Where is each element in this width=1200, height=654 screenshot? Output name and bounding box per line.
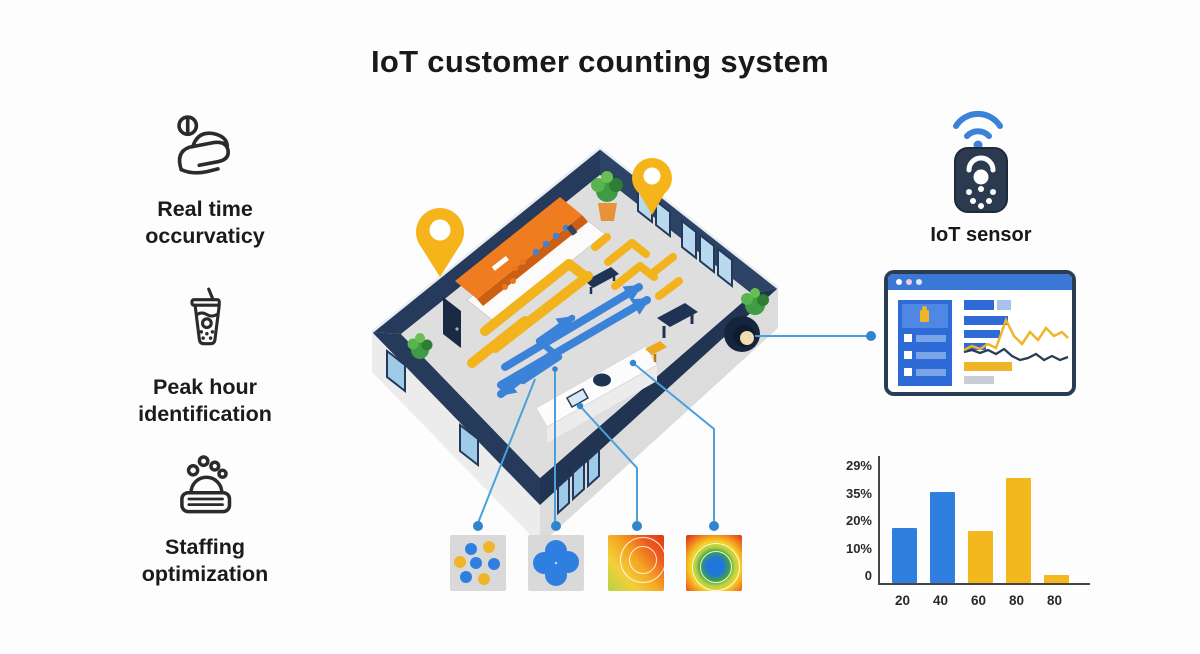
plant-icon (741, 288, 769, 315)
cluster-dot-map (528, 535, 584, 591)
y-tick-label: 20% (845, 513, 872, 528)
y-tick-label: 29% (845, 458, 872, 473)
person-dot (465, 543, 477, 555)
x-tick-label: 40 (932, 593, 949, 608)
stool (645, 341, 667, 362)
bar (930, 492, 955, 583)
person-dot (478, 573, 490, 585)
y-tick-label: 0 (864, 568, 872, 583)
person-dot (470, 557, 482, 569)
x-tick-label: 80 (1008, 593, 1025, 608)
bar (1044, 575, 1069, 583)
heat-ring (620, 537, 664, 583)
ceiling-camera-icon (724, 316, 760, 352)
door (443, 297, 461, 348)
feature-real-time-occupancy: Real time occurvaticy (108, 112, 302, 250)
person-dot (460, 571, 472, 583)
chart-plot-area (878, 456, 1090, 585)
occupancy-bar-chart: 29% 35% 20% 10% 0 20 40 60 80 80 (836, 446, 1100, 624)
person-dot (488, 558, 500, 570)
feature-label: Peak hour identification (138, 375, 272, 427)
person-dot (454, 556, 466, 568)
customer-flow-yellow (467, 233, 683, 368)
location-pin-icon (416, 208, 464, 277)
bar (968, 531, 993, 583)
plant-icon (407, 333, 433, 359)
y-tick-label: 35% (845, 485, 872, 501)
chart-x-labels: 20 40 60 80 80 (890, 593, 1067, 608)
location-pin-icon (632, 158, 672, 215)
tally-counter-icon (177, 115, 230, 175)
x-tick-label: 60 (970, 593, 987, 608)
corner-heatmap (608, 535, 664, 591)
iot-sensor-device-icon (954, 147, 1008, 213)
bench (585, 267, 619, 294)
bar (892, 528, 917, 583)
chart-y-labels: 29% 35% 20% 10% 0 (836, 458, 872, 584)
feature-peak-hour: Peak hour identification (108, 286, 302, 428)
scatter-dot-map (450, 535, 506, 591)
radial-heatmap (686, 535, 742, 591)
analytics-dashboard-window (884, 270, 1076, 396)
feature-label: Staffing optimization (141, 535, 269, 587)
checkout-counter (535, 345, 658, 443)
floorplan-illustration (371, 147, 779, 535)
table (657, 303, 698, 338)
heat-ring (692, 543, 740, 591)
x-tick-label: 20 (894, 593, 911, 608)
staff-board-icon (180, 455, 232, 514)
wifi-icon (953, 110, 1003, 150)
bar (1006, 478, 1031, 583)
x-tick-label: 80 (1046, 593, 1063, 608)
bubble-tea-cup-icon (190, 287, 221, 346)
plant-icon (591, 171, 623, 221)
feature-staffing: Staffing optimization (108, 450, 302, 588)
dashboard-content (888, 274, 1072, 392)
chart-bars (892, 478, 1069, 583)
feature-label: Real time occurvaticy (145, 197, 265, 249)
person-dot (483, 541, 495, 553)
sensor-label: IoT sensor (930, 224, 1032, 246)
cluster-dot (545, 564, 567, 586)
page-title: IoT customer counting system (371, 44, 829, 79)
y-tick-label: 10% (845, 540, 872, 556)
